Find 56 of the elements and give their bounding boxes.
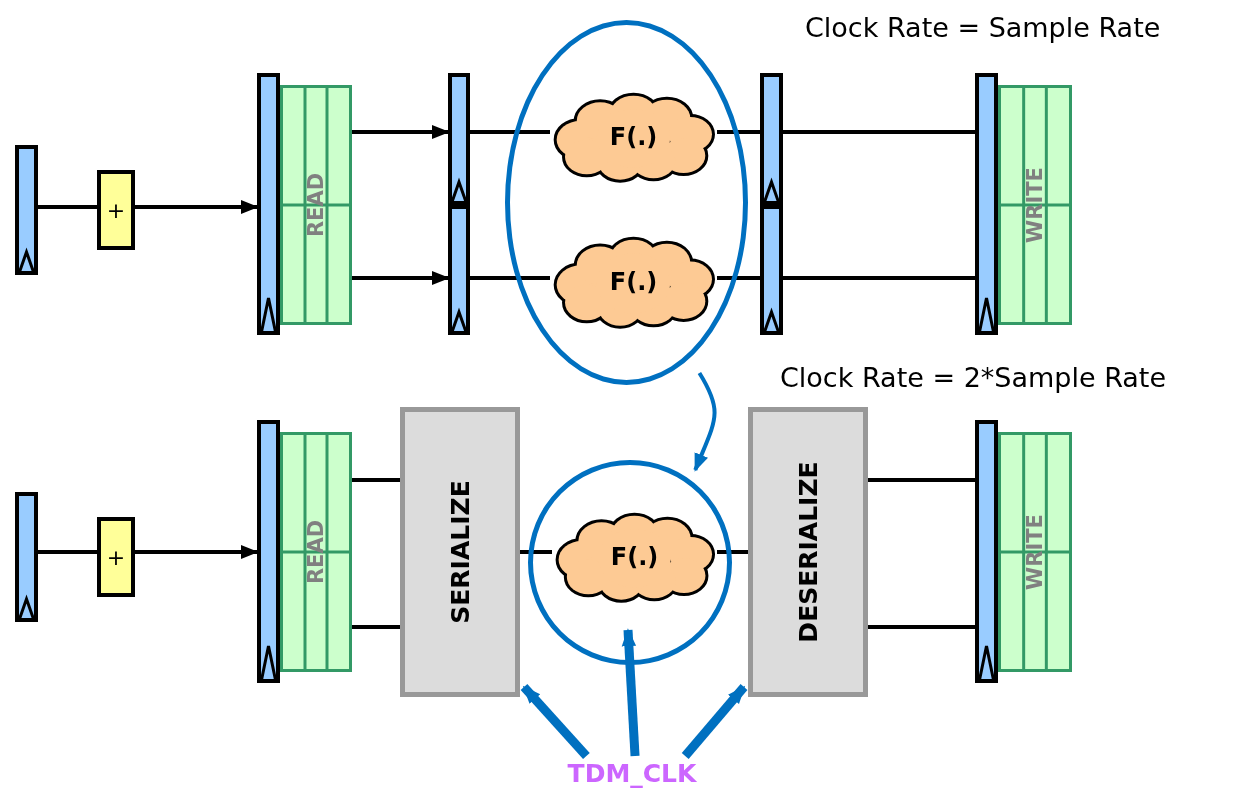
adder-box (97, 517, 135, 597)
register-symbol (448, 73, 470, 205)
operator-symbol: + (106, 197, 126, 223)
connector-line (717, 276, 760, 280)
connector-line (470, 276, 550, 280)
process-block (748, 407, 868, 697)
arrow (135, 544, 259, 560)
signal-label: TDM_CLK (567, 758, 697, 788)
memory-label: READ (304, 172, 328, 238)
connector-line (868, 478, 975, 482)
operator-symbol: + (106, 544, 126, 570)
process-block (400, 407, 520, 697)
connector-line (868, 625, 975, 629)
memory-label: READ (304, 519, 328, 585)
connector-line (783, 130, 975, 134)
process-label: DESERIALIZE (793, 461, 823, 643)
function-label: F(.) (609, 268, 658, 296)
memory-label: WRITE (1023, 167, 1047, 243)
connector-line (717, 130, 760, 134)
arrow (352, 270, 450, 286)
memory-block (998, 85, 1072, 325)
memory-block (280, 85, 352, 325)
rate-note: Clock Rate = 2*Sample Rate (780, 362, 1167, 393)
highlight-ellipse (528, 460, 732, 665)
arrow (681, 684, 748, 759)
process-label: SERIALIZE (445, 480, 475, 624)
memory-block (998, 432, 1072, 672)
connector-line (520, 550, 552, 554)
memory-label: WRITE (1023, 514, 1047, 590)
connector-line (38, 550, 97, 554)
connector-line (352, 625, 400, 629)
register-symbol (760, 73, 783, 205)
connector-line (352, 478, 400, 482)
register-symbol (15, 492, 38, 622)
highlight-ellipse (505, 20, 748, 385)
register-symbol (975, 73, 998, 335)
connector-line (717, 550, 748, 554)
register-symbol (15, 145, 38, 275)
register-symbol (257, 420, 280, 683)
function-label: F(.) (609, 123, 658, 151)
rate-note: Clock Rate = Sample Rate (805, 12, 1161, 43)
arrow (352, 124, 450, 140)
connector-line (783, 276, 975, 280)
connector-line (470, 130, 550, 134)
register-symbol (760, 205, 783, 335)
arrow (520, 684, 590, 759)
memory-block (280, 432, 352, 672)
register-symbol (975, 420, 998, 683)
function-label: F(.) (610, 543, 659, 571)
register-symbol (448, 205, 470, 335)
arrow (621, 628, 640, 757)
arrow (693, 372, 717, 472)
adder-box (97, 170, 135, 250)
register-symbol (257, 73, 280, 335)
connector-line (38, 205, 97, 209)
arrow (135, 199, 259, 215)
